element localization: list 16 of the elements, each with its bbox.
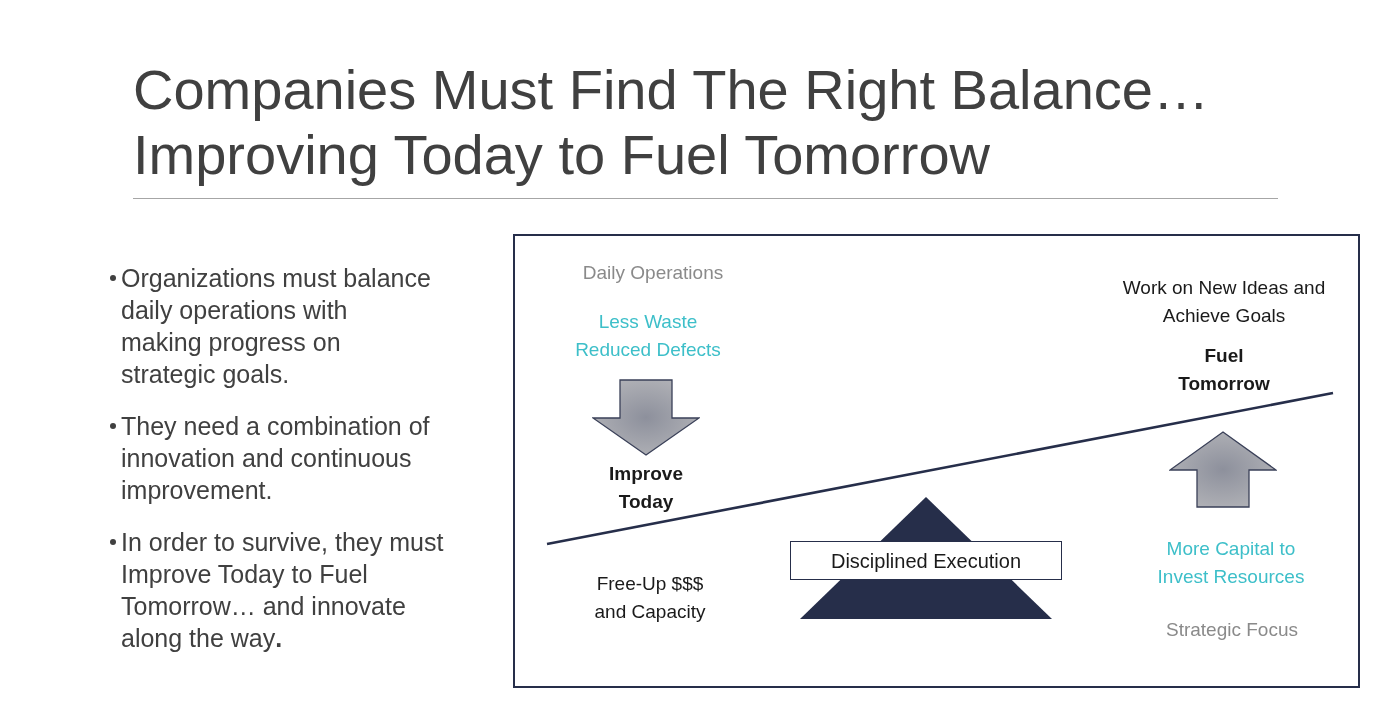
box-label: Disciplined Execution xyxy=(830,548,1022,574)
bullet-text: Organizations must balance daily operations with making progress on strategic goals. xyxy=(121,263,432,390)
diagram-frame xyxy=(513,234,1360,688)
goal-label: Free-Up $$$ and Capacity xyxy=(593,572,707,624)
execution-box xyxy=(790,541,1062,580)
category-label: Daily Operations xyxy=(582,261,724,285)
bullet-text: In order to survive, they must Improve Today to Fuel Tomorrow… and innovate along the way. xyxy=(121,527,445,654)
benefit-label: Reduced Defects xyxy=(575,338,721,362)
benefit-label: More Capital to Invest Resources xyxy=(1156,537,1306,589)
goal-label: Work on New Ideas and Achieve Goals xyxy=(1121,276,1327,328)
bullet-text: They need a combination of innovation and continuous improvement. xyxy=(121,411,431,506)
category-label: Strategic Focus xyxy=(1166,618,1298,642)
benefit-label: Less Waste xyxy=(598,310,698,334)
outcome-label: Fuel Tomorrow xyxy=(1177,344,1271,396)
outcome-label: Improve Today xyxy=(608,462,684,514)
slide-title: Companies Must Find The Right Balance… Improving Today to Fuel Tomorrow xyxy=(133,57,1210,187)
